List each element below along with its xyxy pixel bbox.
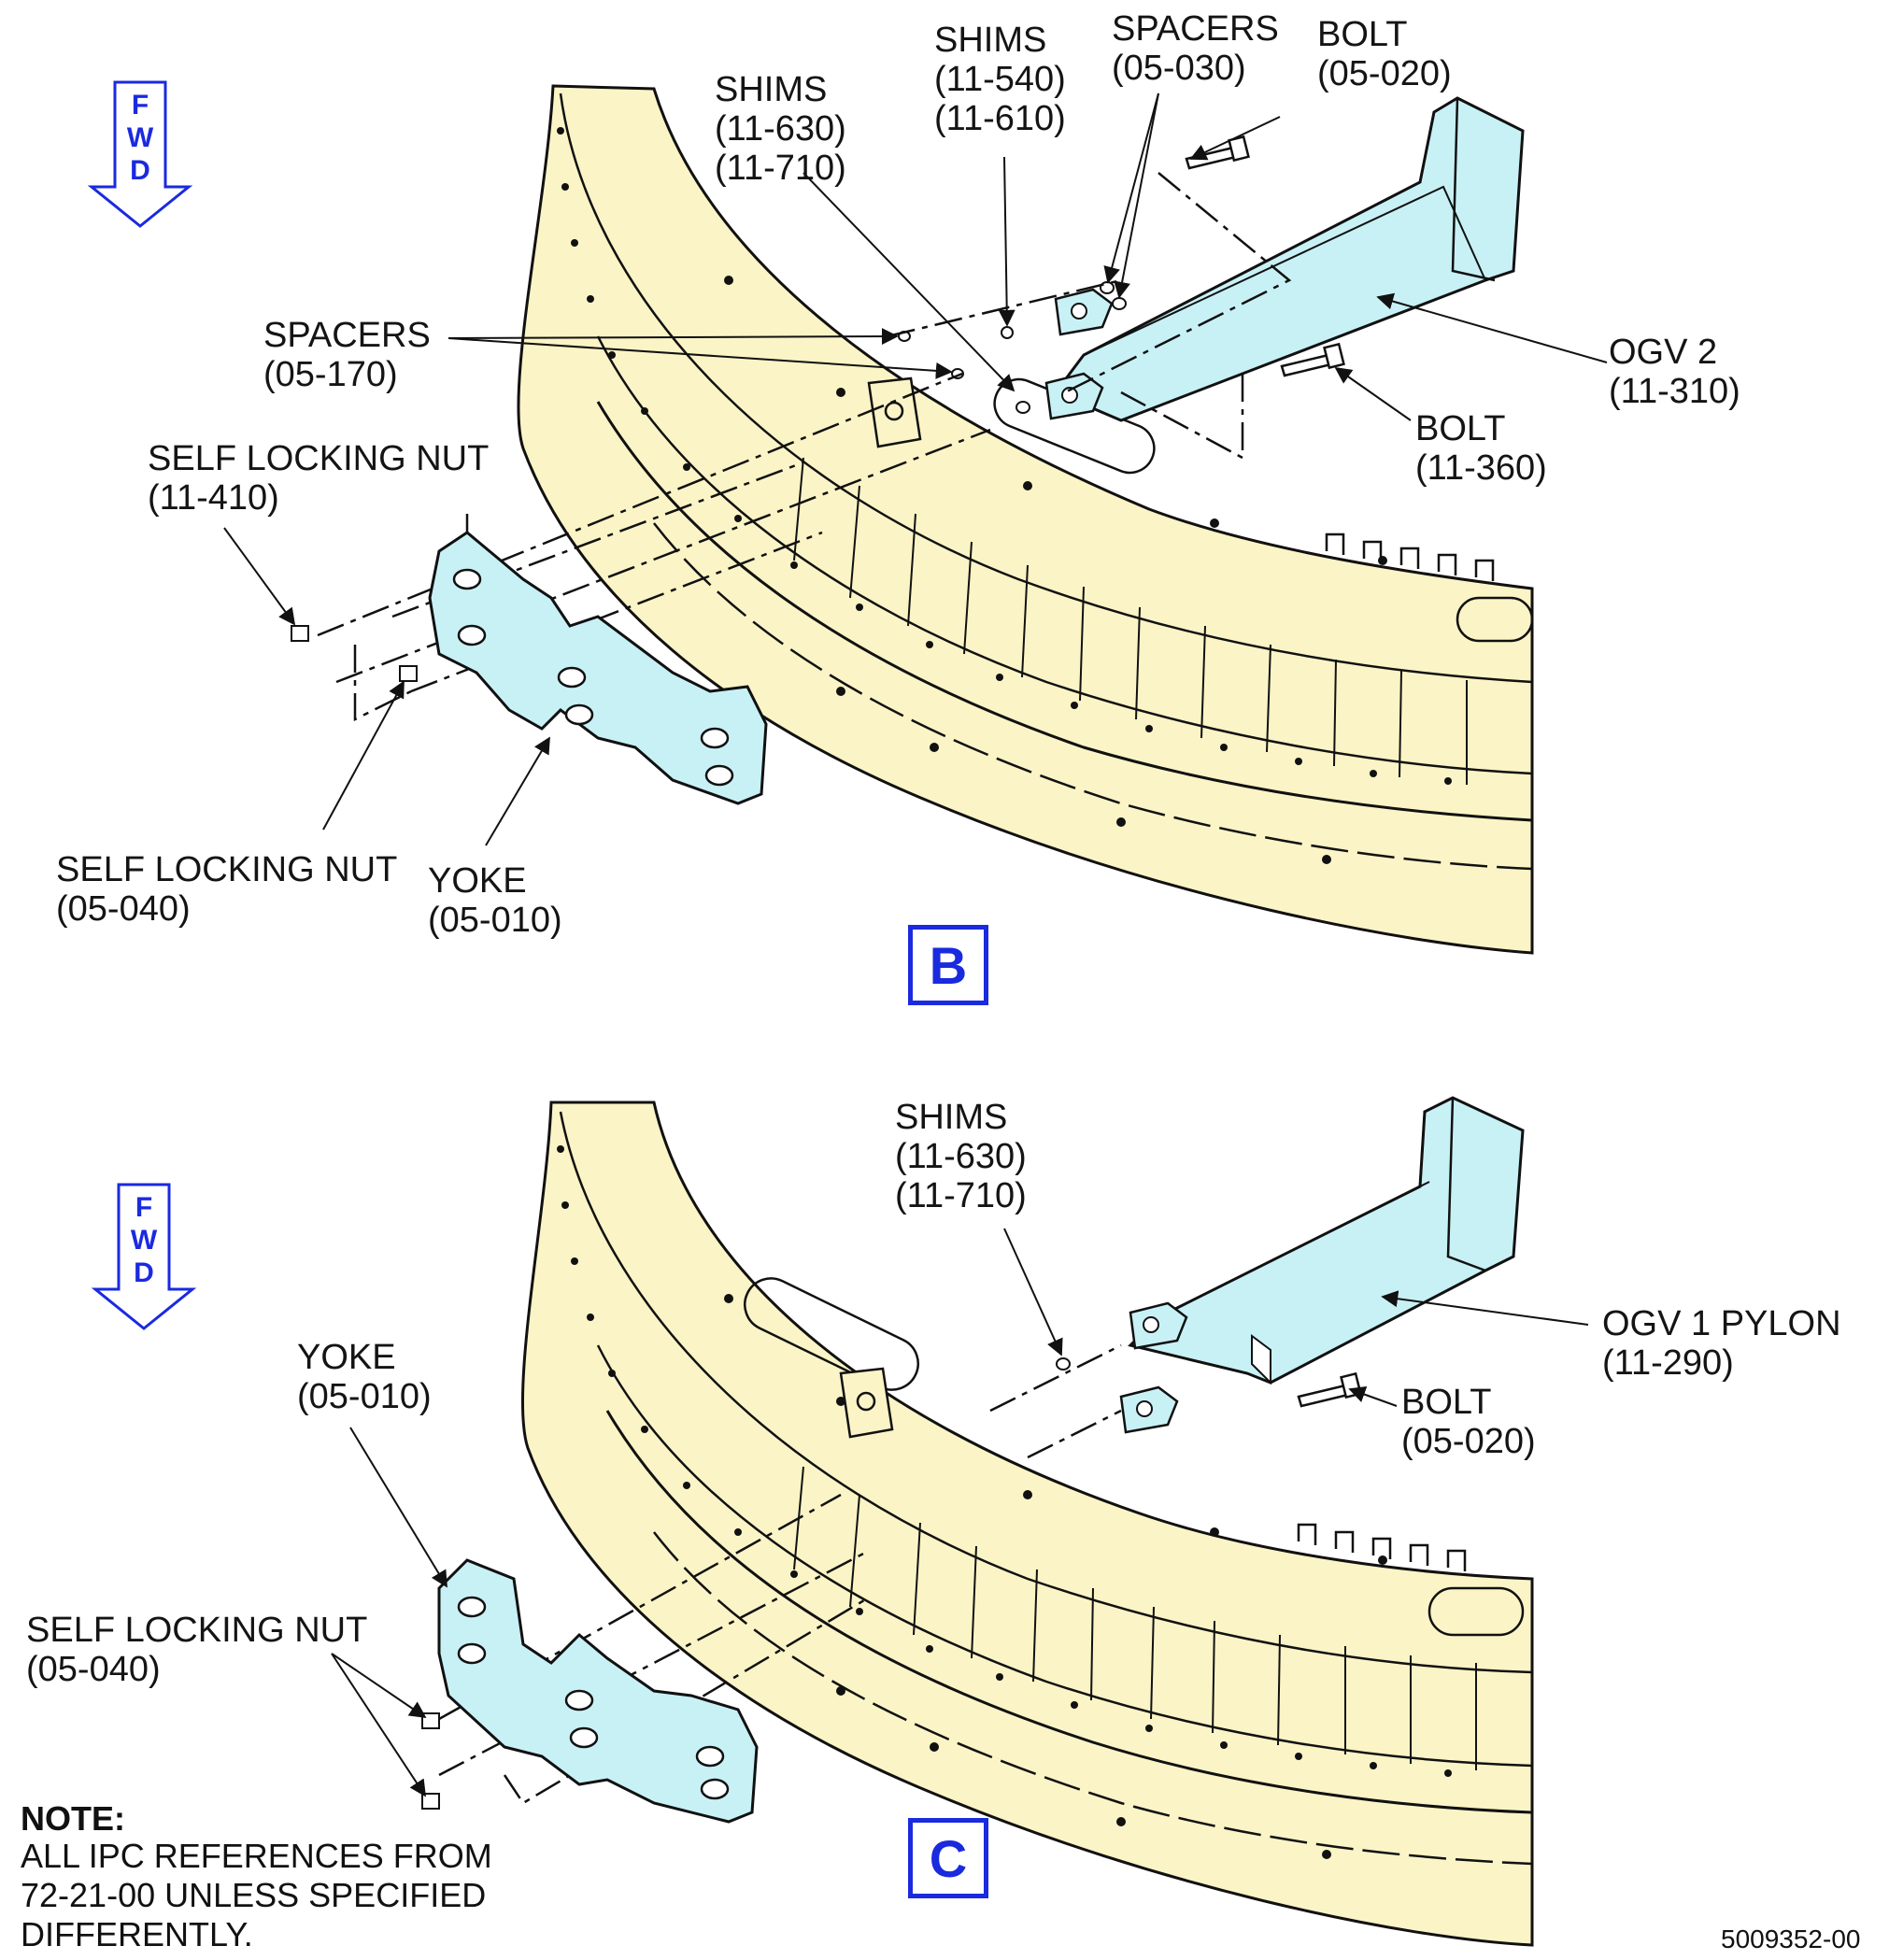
callout-shims-b2: SHIMS (11-540) (11-610) <box>934 21 1066 138</box>
view-label-b: B <box>908 925 988 1005</box>
svg-text:W: W <box>127 122 154 153</box>
svg-text:D: D <box>134 1257 154 1288</box>
callout-spacers-05-030: SPACERS (05-030) <box>1112 9 1279 88</box>
frame-ring-b <box>517 84 1534 955</box>
callout-bolt-11-360: BOLT (11-360) <box>1415 409 1547 488</box>
svg-text:F: F <box>132 90 149 121</box>
callout-nut-11-410: SELF LOCKING NUT (11-410) <box>148 439 490 518</box>
fwd-arrow-icon: F W D <box>91 1183 197 1330</box>
leader-arrow-icon <box>223 92 1608 1797</box>
view-label-c: C <box>908 1818 988 1898</box>
fwd-arrow-icon: F W D <box>87 80 193 228</box>
callout-nut-05-040-b: SELF LOCKING NUT (05-040) <box>56 850 398 929</box>
callout-bolt-05-020-b: BOLT (05-020) <box>1317 15 1452 93</box>
frame-ring-c <box>520 1101 1534 1947</box>
callout-yoke-c: YOKE (05-010) <box>297 1338 432 1416</box>
callout-shims-b1: SHIMS (11-630) (11-710) <box>715 70 846 188</box>
svg-text:D: D <box>130 155 150 186</box>
note-title: NOTE: <box>21 1799 125 1838</box>
figure-number: 5009352-00 <box>1721 1924 1861 1953</box>
svg-text:F: F <box>135 1192 152 1223</box>
ogv1-pylon-part <box>1128 1096 1525 1385</box>
callout-shims-c: SHIMS (11-630) (11-710) <box>895 1098 1027 1215</box>
svg-text:W: W <box>131 1225 158 1256</box>
view-c-drawing <box>421 1096 1534 1947</box>
callout-ogv1-pylon: OGV 1 PYLON (11-290) <box>1602 1304 1841 1383</box>
note-body: ALL IPC REFERENCES FROM 72-21-00 UNLESS … <box>21 1837 492 1953</box>
view-b-drawing <box>291 84 1534 955</box>
yoke-part-c <box>437 1558 759 1824</box>
callout-yoke-b: YOKE (05-010) <box>428 861 562 940</box>
callout-bolt-05-020-c: BOLT (05-020) <box>1401 1383 1536 1461</box>
callout-ogv2: OGV 2 (11-310) <box>1609 333 1740 411</box>
callout-nut-05-040-c: SELF LOCKING NUT (05-040) <box>26 1611 368 1689</box>
callout-spacers-05-170: SPACERS (05-170) <box>263 316 431 394</box>
yoke-part-b <box>428 531 768 805</box>
